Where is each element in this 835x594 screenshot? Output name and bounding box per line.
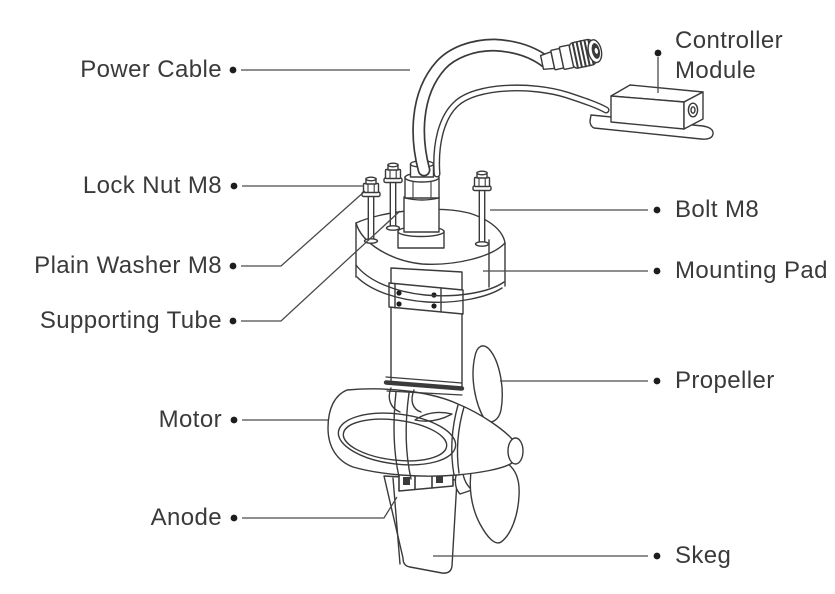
- cable-gland-drawing: [397, 160, 445, 249]
- leader-dots: [229, 49, 662, 560]
- bolt-stud-1: [361, 176, 381, 244]
- propeller-nose-cone: [507, 437, 524, 465]
- label-power-cable: Power Cable: [80, 56, 222, 83]
- bolt-stud-2: [383, 162, 403, 231]
- skeg-drawing: [383, 475, 458, 574]
- label-lock-nut-m8: Lock Nut M8: [82, 172, 222, 199]
- label-motor: Motor: [158, 406, 222, 433]
- label-plain-washer-m8: Plain Washer M8: [34, 252, 222, 279]
- leader-plain-washer: [241, 190, 366, 267]
- label-anode: Anode: [150, 504, 222, 531]
- power-plug-connector: [539, 38, 603, 71]
- power-cable-drawing: [412, 38, 603, 177]
- supporting-tube-drawing: [383, 267, 465, 413]
- signal-cable-drawing: [433, 84, 610, 178]
- label-supporting-tube: Supporting Tube: [39, 307, 222, 334]
- label-bolt-m8: Bolt M8: [675, 196, 760, 223]
- leader-lines: [241, 57, 659, 557]
- propeller-drawing: [454, 345, 520, 544]
- label-controller-module: Controller Module: [675, 27, 784, 84]
- label-skeg: Skeg: [675, 542, 732, 569]
- controller-module-drawing: [589, 84, 714, 140]
- label-propeller: Propeller: [675, 367, 775, 394]
- leader-supporting-tube: [241, 210, 401, 322]
- label-mounting-pad: Mounting Pad: [675, 257, 828, 284]
- motor-drawing: [327, 388, 524, 480]
- bolt-stud-3: [472, 170, 492, 247]
- leader-anode: [242, 496, 398, 519]
